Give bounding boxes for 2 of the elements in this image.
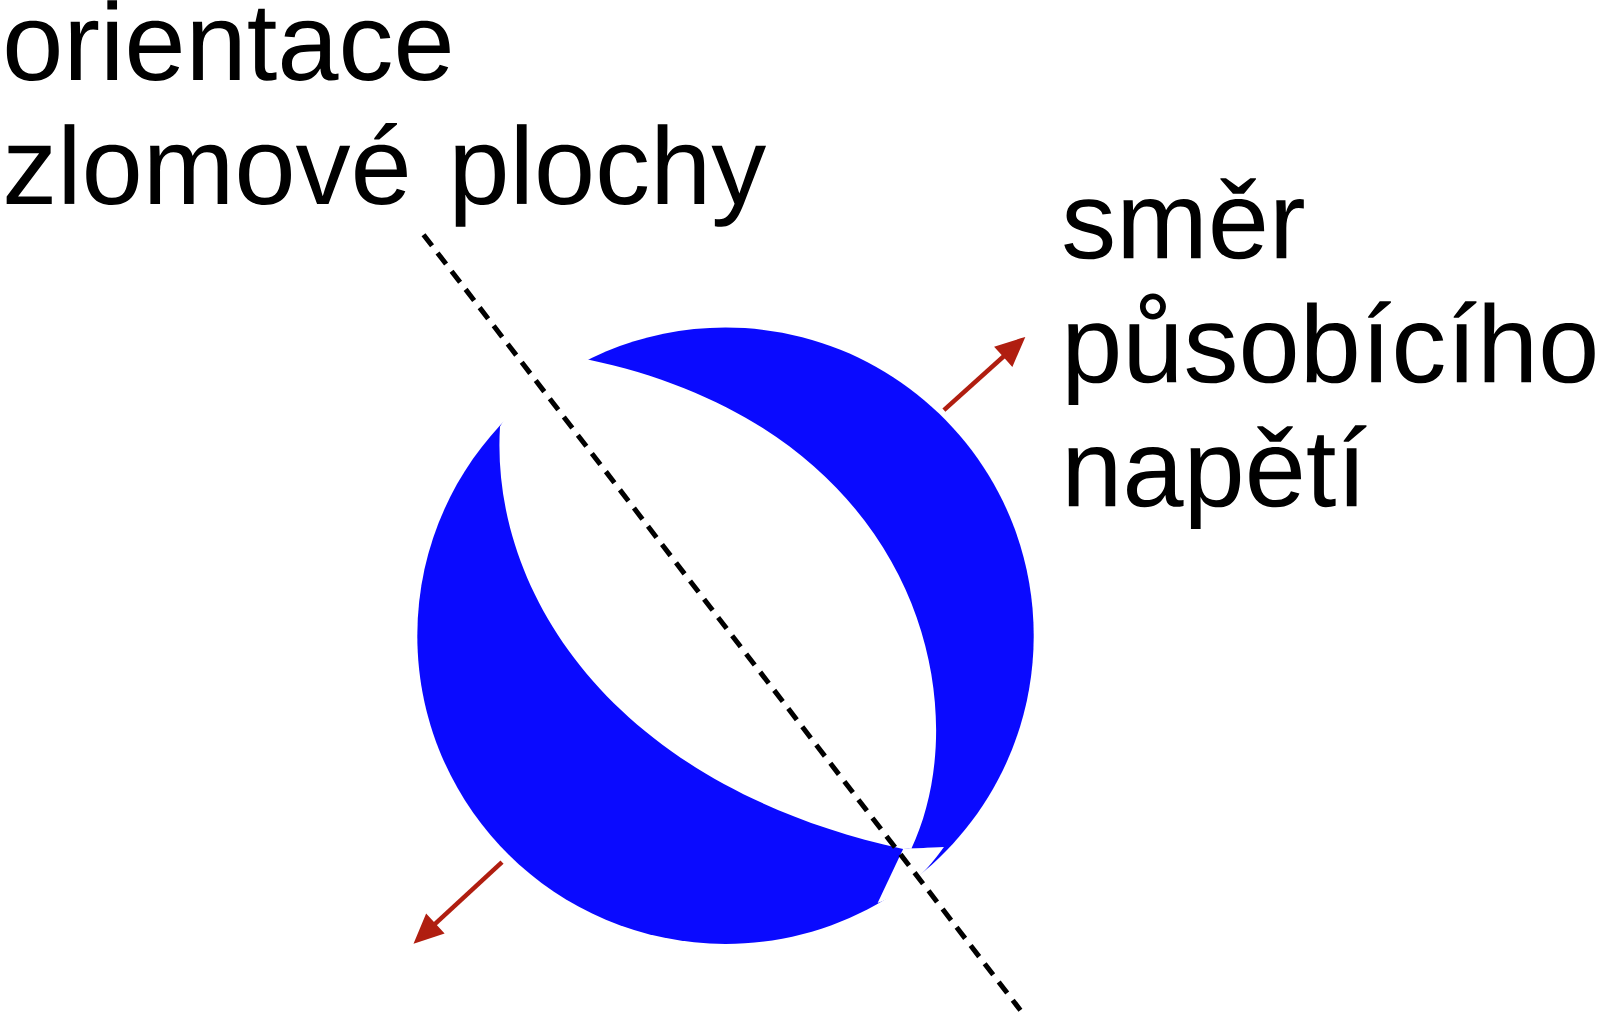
label-text: směr působícího napětí (1064, 178, 1595, 530)
label-text: orientace zlomové plochy (6, 0, 767, 227)
